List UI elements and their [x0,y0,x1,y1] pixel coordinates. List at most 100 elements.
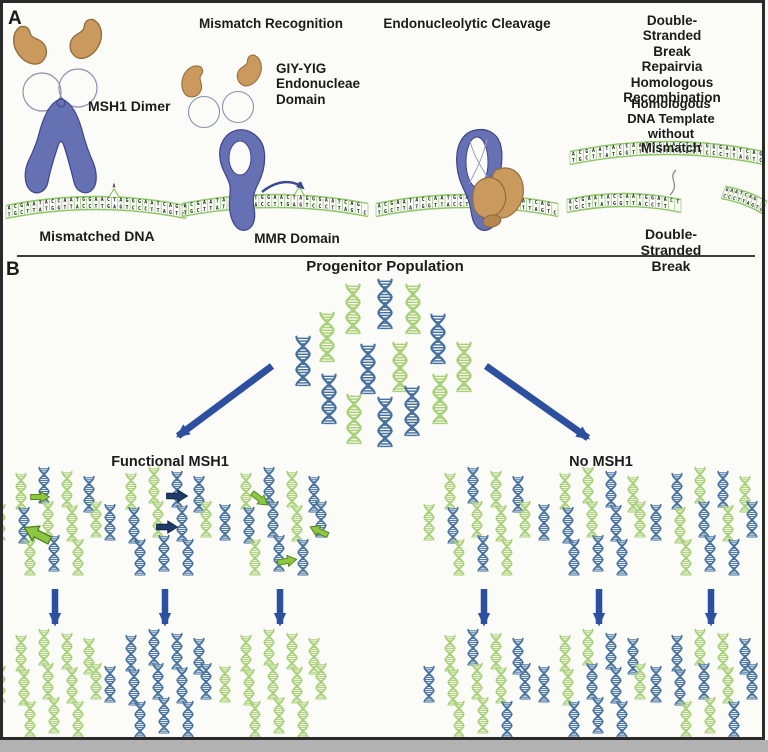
functional-msh1-cluster [104,466,212,576]
svg-text:T: T [293,195,296,201]
svg-text:G: G [190,209,193,215]
svg-text:A: A [657,196,660,202]
gene-conversion-arrow-icon [156,520,179,534]
svg-text:C: C [144,207,147,213]
svg-text:C: C [20,210,23,216]
dna-helix-icon [171,632,183,670]
dna-helix-icon [586,500,598,538]
svg-text:T: T [338,199,341,205]
svg-text:C: C [57,199,60,205]
svg-text:T: T [32,208,35,214]
dna-helix-icon [182,538,194,576]
dna-helix-icon [694,628,706,666]
functional-msh1-cluster [219,466,330,576]
svg-text:T: T [280,202,283,208]
gene-conversion-arrow-icon [250,490,269,506]
svg-text:A: A [632,194,635,200]
svg-text:T: T [338,206,341,212]
svg-text:T: T [157,208,160,214]
svg-text:T: T [605,146,608,152]
msh1-dimer [13,18,103,194]
svg-text:C: C [88,204,91,210]
svg-text:A: A [95,197,98,203]
svg-text:T: T [209,206,212,212]
dna-helix-icon [267,500,279,538]
dna-helix-icon [315,662,327,700]
progenitor-cluster [295,278,472,448]
dna-helix-icon [83,475,95,513]
svg-text:C: C [344,200,347,206]
svg-text:G: G [619,201,622,207]
dna-helix-icon [405,283,421,335]
gene-conversion-arrow-icon [166,489,189,503]
dna-helix-icon [605,470,617,508]
functional-outcome-cluster [104,628,212,738]
svg-text:A: A [203,200,206,206]
svg-text:T: T [357,209,360,215]
svg-text:T: T [203,207,206,213]
svg-text:T: T [736,197,741,204]
svg-text:C: C [575,198,578,204]
dna-helix-icon [61,470,73,508]
dna-helix-icon [193,637,205,675]
no-msh1-label: No MSH1 [569,454,633,470]
svg-text:C: C [625,144,628,150]
svg-text:G: G [422,204,425,210]
svg-text:A: A [734,189,739,196]
svg-text:G: G [692,150,695,156]
dna-helix-icon [634,500,646,538]
svg-text:A: A [645,149,648,155]
svg-text:T: T [175,211,178,217]
progenitor-population-title: Progenitor Population [306,258,464,275]
svg-text:G: G [547,202,550,208]
no-msh1-cluster [423,466,531,576]
svg-text:C: C [679,142,682,148]
functional-outcome-cluster [219,628,327,738]
svg-text:A: A [70,198,73,204]
dna-helix-icon [694,466,706,504]
svg-text:A: A [39,207,42,213]
functional-msh1-cluster [0,466,102,576]
svg-text:T: T [528,206,531,212]
svg-text:G: G [759,151,762,157]
gene-conversion-arrow-icon [23,525,53,545]
svg-text:A: A [274,195,277,201]
svg-text:A: A [626,194,629,200]
svg-text:C: C [581,204,584,210]
svg-text:G: G [82,197,85,203]
mismatch-recognition-title: Mismatch Recognition [198,16,344,31]
svg-text:A: A [569,199,572,205]
svg-text:G: G [261,195,264,201]
svg-text:T: T [666,149,669,155]
svg-text:T: T [522,205,525,211]
svg-text:T: T [126,205,129,211]
svg-text:G: G [752,196,757,203]
svg-text:C: C [197,208,200,214]
svg-text:G: G [20,203,23,209]
dna-helix-icon [48,534,60,572]
dna-helix-icon [38,628,50,666]
svg-text:A: A [594,196,597,202]
dna-helix-icon [291,504,303,542]
dna-helix-icon [501,700,513,738]
svg-text:A: A [64,198,67,204]
dna-helix-icon [746,500,758,538]
dna-helix-icon [739,475,751,513]
dna-helix-icon [444,472,456,510]
svg-text:T: T [157,201,160,207]
dna-helix-icon [152,662,164,700]
svg-text:C: C [553,210,556,216]
svg-text:G: G [724,187,729,194]
svg-text:T: T [753,157,756,163]
svg-text:G: G [719,145,722,151]
svg-text:C: C [267,202,270,208]
dna-helix-icon [15,634,27,672]
dna-helix-icon [249,538,261,576]
svg-text:A: A [572,151,575,157]
dna-helix-icon [243,506,255,544]
dna-helix-icon [18,506,30,544]
dna-helix-icon [728,700,740,738]
svg-text:A: A [45,200,48,206]
